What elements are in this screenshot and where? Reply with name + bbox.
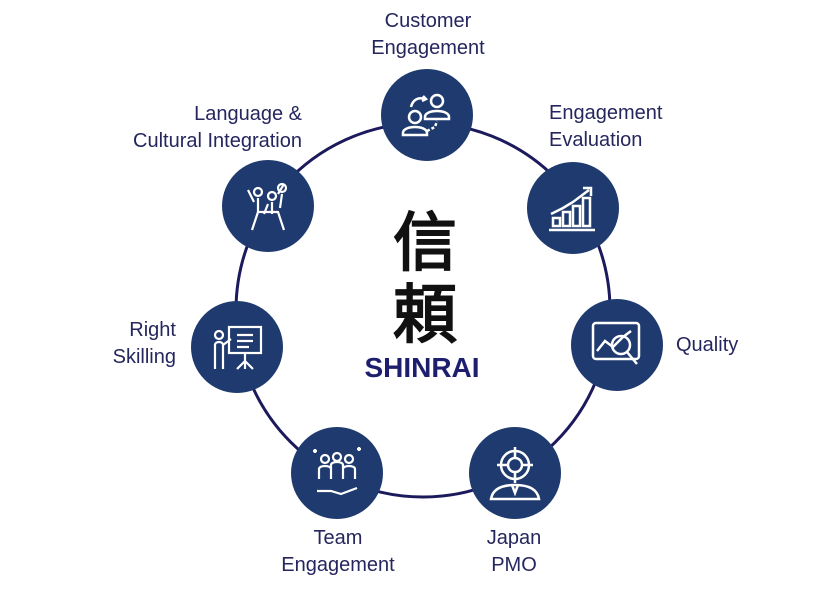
label-line: Japan (486, 527, 542, 549)
team-hand-icon (313, 447, 361, 496)
label-line: Quality (676, 334, 739, 356)
label-line: Engagement (371, 37, 485, 59)
label-line: Engagement (281, 554, 395, 576)
node-team-engagement (291, 427, 383, 519)
label-line: Cultural Integration (133, 130, 302, 152)
presenter-board-icon (213, 325, 263, 370)
brand-title: SHINRAI (364, 352, 480, 383)
label-line: Language & (194, 103, 302, 125)
kanji-rai: 頼 (393, 278, 457, 353)
label-line: Skilling (112, 346, 176, 368)
label-quality: Quality (676, 332, 738, 359)
label-line: Team (313, 527, 363, 549)
label-line: Customer (384, 10, 472, 32)
kanji-shin: 信 (393, 206, 457, 281)
growth-chart-icon (549, 186, 595, 232)
label-line: Engagement (549, 102, 663, 124)
shinrai-kanji-logo: 信 頼 (370, 208, 480, 352)
node-language-cultural-integration (222, 160, 314, 252)
node-quality (571, 299, 663, 391)
people-exchange-icon (401, 93, 451, 137)
hands-raised-icon (247, 182, 288, 231)
target-manager-icon (489, 447, 541, 501)
label-language-cultural-integration: Language & Cultural Integration (80, 101, 302, 155)
node-japan-pmo (469, 427, 561, 519)
node-right-skilling (191, 301, 283, 393)
label-line: Right (129, 319, 176, 341)
node-customer-engagement (381, 69, 473, 161)
label-line: Evaluation (549, 129, 643, 151)
label-line: PMO (491, 554, 537, 576)
quality-analysis-icon (591, 321, 641, 365)
node-engagement-evaluation (527, 162, 619, 254)
